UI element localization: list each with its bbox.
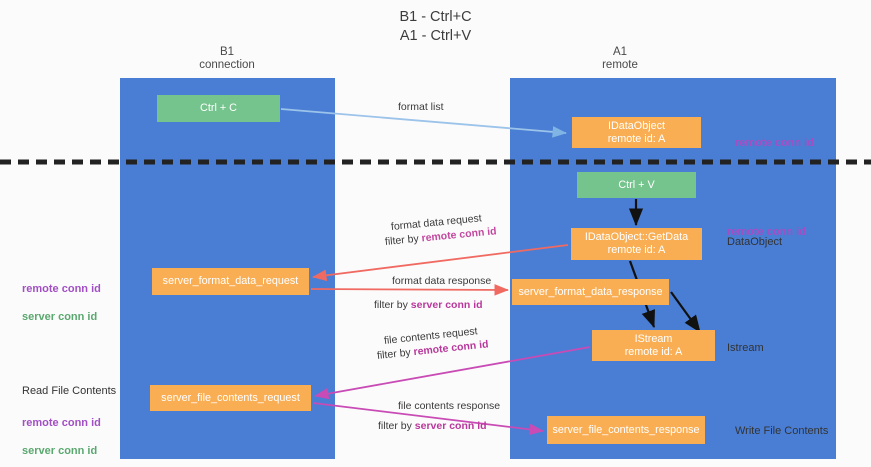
label-left-conn-ids-bottom: remote conn id server conn id bbox=[22, 402, 101, 458]
label-remote-conn-id-top: remote conn id bbox=[735, 122, 814, 150]
label-istream: Istream bbox=[727, 342, 764, 354]
label-server-conn-id-left-bottom: server conn id bbox=[22, 445, 98, 457]
label-remote-conn-id-top-text: remote conn id bbox=[735, 137, 814, 149]
edge-label-format-list: format list bbox=[398, 101, 444, 113]
node-server-format-data-response[interactable]: server_format_data_response bbox=[512, 279, 669, 305]
node-server-file-contents-request[interactable]: server_file_contents_request bbox=[150, 385, 311, 411]
label-dataobject: DataObject bbox=[727, 236, 783, 248]
node-server-format-data-request[interactable]: server_format_data_request bbox=[152, 268, 309, 295]
edge-label-file-contents-response: file contents response bbox=[398, 400, 501, 412]
lane-title-b1: B1 connection bbox=[199, 46, 255, 71]
label-server-conn-id-left-mid: server conn id bbox=[22, 311, 98, 323]
label-remote-conn-id-left-bottom: remote conn id bbox=[22, 417, 101, 429]
edge-label-filter-by-server-conn-id-1: filter by server conn id bbox=[374, 298, 483, 312]
node-istream[interactable]: IStream remote id: A bbox=[592, 330, 715, 361]
filter-prefix-2: filter by bbox=[374, 299, 411, 311]
label-remote-conn-id-left-mid: remote conn id bbox=[22, 283, 101, 295]
node-ctrl-v[interactable]: Ctrl + V bbox=[577, 172, 696, 198]
filter-prefix-4: filter by bbox=[378, 420, 415, 432]
label-left-conn-ids-mid: remote conn id server conn id bbox=[22, 268, 101, 324]
lane-title-a1: A1 remote bbox=[602, 46, 638, 71]
diagram-title: B1 - Ctrl+C A1 - Ctrl+V bbox=[399, 9, 472, 44]
edge-label-format-data-response: format data response bbox=[392, 275, 492, 287]
node-idataobject-getdata[interactable]: IDataObject::GetData remote id: A bbox=[571, 228, 702, 260]
filter-prefix-1: filter by bbox=[384, 232, 423, 248]
filter-prefix-3: filter by bbox=[376, 346, 415, 362]
label-read-file-contents: Read File Contents bbox=[22, 385, 117, 397]
filter-key-server-2: server conn id bbox=[414, 420, 487, 432]
label-write-file-contents: Write File Contents bbox=[735, 425, 829, 437]
node-idataobject[interactable]: IDataObject remote id: A bbox=[572, 117, 701, 148]
node-ctrl-c[interactable]: Ctrl + C bbox=[157, 95, 280, 122]
label-remote-conn-id-mid: remote conn id bbox=[727, 211, 806, 239]
node-server-file-contents-response[interactable]: server_file_contents_response bbox=[547, 416, 705, 444]
label-remote-conn-id-mid-text: remote conn id bbox=[727, 226, 806, 238]
filter-key-server-1: server conn id bbox=[410, 299, 483, 311]
edge-label-filter-by-server-conn-id-2: filter by server conn id bbox=[378, 419, 487, 433]
edge-format-data-response bbox=[310, 284, 509, 296]
